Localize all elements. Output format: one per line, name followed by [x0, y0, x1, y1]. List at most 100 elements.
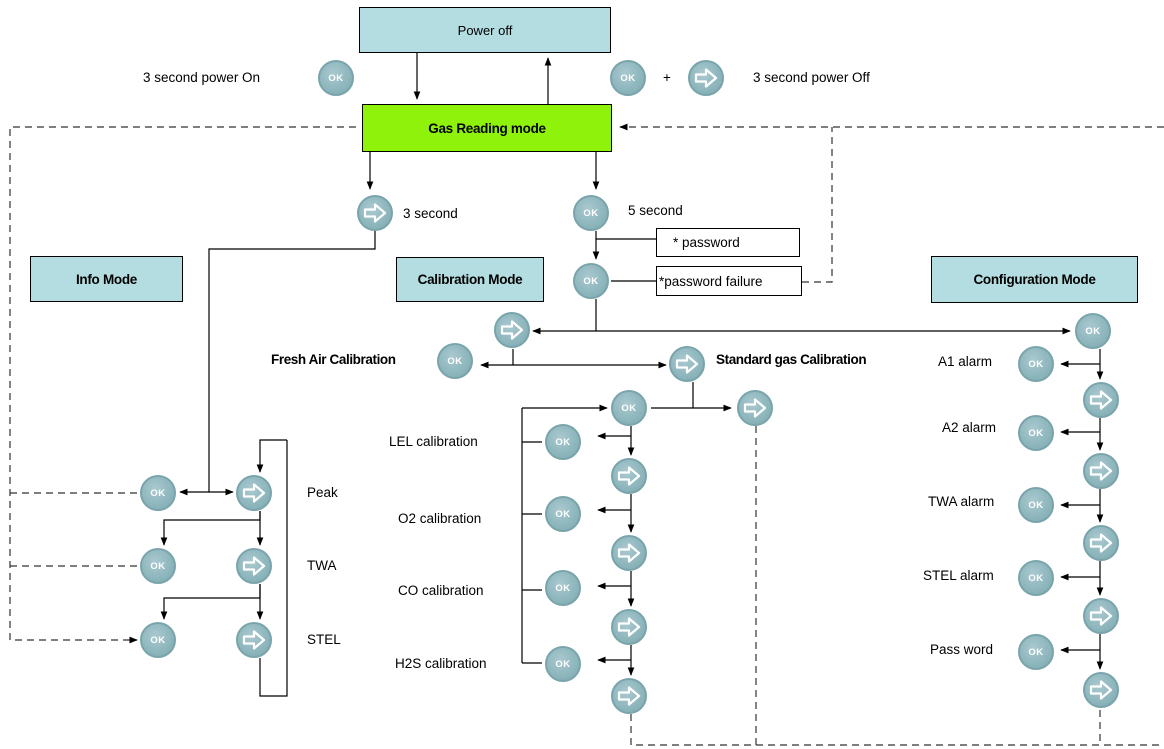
ok-button-lel[interactable]: OK [545, 424, 581, 460]
password-config-label: Pass word [930, 642, 994, 657]
ok-button-text: OK [555, 658, 571, 670]
ok-button-text: OK [1028, 427, 1044, 439]
gas-reading-mode-label: Gas Reading mode [428, 120, 546, 136]
arrow-button-h2s-next[interactable] [611, 678, 647, 714]
password-label: * password [673, 235, 740, 250]
arrow-button-twa-alarm-next[interactable] [1083, 525, 1119, 561]
calibration-mode-label: Calibration Mode [417, 272, 523, 287]
connector-line-4 [208, 231, 376, 496]
stel-label: STEL [307, 632, 341, 647]
ok-button-text: OK [150, 487, 166, 499]
connector-line-44 [259, 440, 288, 697]
arrow-button-info-entry[interactable] [357, 195, 393, 231]
arrow-button-a1-next[interactable] [1083, 382, 1119, 418]
ok-button-text: OK [150, 560, 166, 572]
password-failure-label: *password failure [659, 273, 763, 289]
ok-button-a2-alarm[interactable]: OK [1018, 415, 1054, 451]
standard-gas-calibration-label: Standard gas Calibration [716, 352, 867, 367]
right-arrow-icon [1089, 390, 1113, 410]
right-arrow-icon [694, 68, 718, 88]
ok-button-calibration-entry[interactable]: OK [573, 195, 609, 231]
power-off-label: Power off [457, 22, 513, 38]
ok-button-text: OK [555, 436, 571, 448]
ok-button-standard-gas[interactable]: OK [611, 390, 647, 426]
power-on-label: 3 second power On [143, 70, 261, 85]
ok-button-text: OK [447, 355, 463, 367]
right-arrow-icon [617, 543, 641, 563]
right-arrow-icon [242, 630, 266, 650]
ok-button-twa-alarm[interactable]: OK [1018, 487, 1054, 523]
arrow-button-co-next[interactable] [611, 609, 647, 645]
arrow-button-lel-next[interactable] [611, 458, 647, 494]
ok-button-stel-alarm[interactable]: OK [1018, 560, 1054, 596]
right-arrow-icon [617, 686, 641, 706]
ok-button-text: OK [150, 634, 166, 646]
ok-button-password[interactable]: OK [573, 263, 609, 299]
configuration-mode-label: Configuration Mode [973, 272, 1096, 287]
h2s-calibration-label: H2S calibration [395, 656, 487, 671]
ok-button-text: OK [620, 72, 636, 84]
ok-button-text: OK [1085, 325, 1101, 337]
right-arrow-icon [242, 556, 266, 576]
ok-button-a1-alarm[interactable]: OK [1018, 346, 1054, 382]
arrow-button-peak[interactable] [236, 475, 272, 511]
fresh-air-calibration-label: Fresh Air Calibration [271, 352, 396, 367]
twa-alarm-label: TWA alarm [928, 494, 995, 509]
connector-line-42 [160, 584, 261, 620]
arrow-button-gas-next[interactable] [737, 390, 773, 426]
info-mode-label: Info Mode [75, 271, 138, 287]
a2-alarm-label: A2 alarm [942, 420, 997, 435]
connector-line-40 [160, 511, 261, 546]
ok-button-text: OK [1028, 572, 1044, 584]
ok-button-configuration[interactable]: OK [1075, 313, 1111, 349]
right-arrow-icon [500, 320, 524, 340]
ok-button-text: OK [1028, 646, 1044, 658]
ok-button-text: OK [583, 275, 599, 287]
ok-button-h2s[interactable]: OK [545, 646, 581, 682]
plus-label: + [663, 70, 671, 85]
ok-button-fresh-air[interactable]: OK [437, 343, 473, 379]
ok-button-stel[interactable]: OK [140, 622, 176, 658]
configuration-mode-box: Configuration Mode [931, 256, 1138, 303]
ok-button-power-off[interactable]: OK [610, 60, 646, 96]
right-arrow-icon [617, 466, 641, 486]
gas-reading-mode-box: Gas Reading mode [362, 104, 612, 152]
right-arrow-icon [743, 398, 767, 418]
co-calibration-label: CO calibration [398, 583, 484, 598]
connector-line-6 [595, 231, 656, 240]
ok-button-text: OK [621, 402, 637, 414]
arrow-button-twa[interactable] [236, 548, 272, 584]
ok-button-peak[interactable]: OK [140, 475, 176, 511]
power-off-hold-label: 3 second power Off [753, 70, 870, 85]
arrow-button-standard-gas[interactable] [669, 346, 705, 382]
right-arrow-icon [1089, 533, 1113, 553]
power-off-box: Power off [359, 7, 611, 53]
right-arrow-icon [1089, 461, 1113, 481]
connector-lines [160, 53, 1104, 697]
ok-button-password-config[interactable]: OK [1018, 634, 1054, 670]
lel-calibration-label: LEL calibration [389, 434, 478, 449]
connector-line-39 [256, 439, 287, 473]
arrow-button-password-next[interactable] [1083, 672, 1119, 708]
ok-button-co[interactable]: OK [545, 570, 581, 606]
ok-button-power-on[interactable]: OK [318, 60, 354, 96]
dashed-line-2 [9, 126, 356, 644]
arrow-button-a2-next[interactable] [1083, 453, 1119, 489]
ok-button-text: OK [1028, 358, 1044, 370]
dashed-return-lines [9, 123, 1164, 746]
o2-calibration-label: O2 calibration [398, 511, 482, 526]
calibration-mode-box: Calibration Mode [396, 257, 544, 302]
arrow-button-o2-next[interactable] [611, 535, 647, 571]
arrow-button-calibration[interactable] [494, 312, 530, 348]
arrow-button-stel-alarm-next[interactable] [1083, 598, 1119, 634]
ok-button-twa[interactable]: OK [140, 548, 176, 584]
arrow-button-stel[interactable] [236, 622, 272, 658]
cal-hold-label: 5 second [628, 203, 683, 218]
ok-button-o2[interactable]: OK [545, 496, 581, 532]
dashed-line-1 [802, 127, 833, 283]
right-arrow-icon [363, 203, 387, 223]
right-arrow-icon [1089, 606, 1113, 626]
right-arrow-icon [1089, 680, 1113, 700]
arrow-button-power-off[interactable] [688, 60, 724, 96]
